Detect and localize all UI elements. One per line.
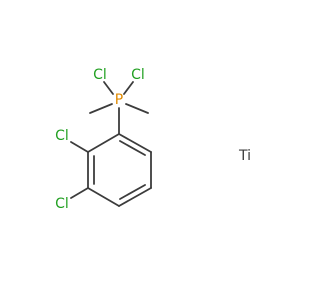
atom-titanium: Ti [238, 148, 251, 164]
atom-phosphorus: P [115, 92, 123, 108]
bond-p-cl-right [123, 81, 134, 95]
bond-ring-cl-lower [70, 187, 89, 199]
atom-labels: Cl Cl P Cl Cl Ti [55, 67, 251, 212]
bond-ring-cl-upper [70, 141, 89, 153]
bond-p-methyl-right [125, 103, 149, 114]
ring-bond-1 [118, 133, 152, 153]
atom-cl-top-right: Cl [131, 67, 145, 83]
bonds [70, 81, 152, 207]
ring-double-bond-b [119, 184, 146, 200]
ring-double-bond-a [119, 140, 146, 156]
atom-cl-ring-upper: Cl [55, 128, 69, 144]
atom-cl-ring-lower: Cl [55, 196, 69, 212]
bond-p-cl-left [103, 81, 114, 95]
bond-p-methyl-left [89, 103, 113, 114]
atom-cl-top-left: Cl [93, 67, 107, 83]
ring-bond-6 [87, 133, 120, 153]
ring-bond-3 [118, 187, 152, 207]
molecule-structure-diagram: Cl Cl P Cl Cl Ti [55, 67, 251, 212]
ring-bond-4 [87, 187, 120, 207]
